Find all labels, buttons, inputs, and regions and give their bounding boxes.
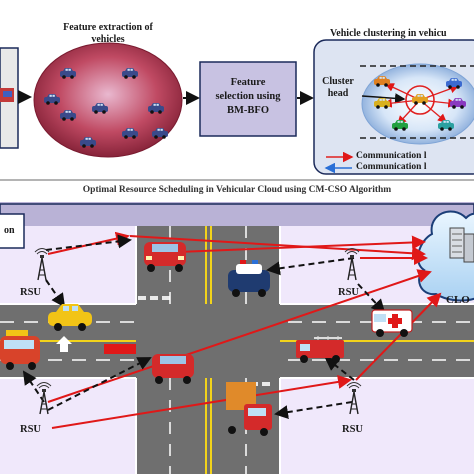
road-scene xyxy=(0,226,474,474)
cloud-label: CLO xyxy=(446,294,470,306)
cluster-head-label: Cluster head xyxy=(316,76,360,100)
red-road-marker xyxy=(104,344,136,354)
feature-extraction-line2: vehicles xyxy=(91,34,125,45)
cluster-head-pointer xyxy=(361,93,406,104)
rsu-label: RSU xyxy=(338,287,360,298)
feature-selection-line1: Feature xyxy=(230,77,266,88)
road-vehicles xyxy=(0,242,413,436)
cloud-node xyxy=(417,210,474,302)
taxi-icon xyxy=(48,304,92,331)
rsu-label: RSU xyxy=(20,424,42,435)
van-icon xyxy=(0,330,40,370)
feature-selection-label: Feature selection using BM-BFO xyxy=(200,76,296,118)
clustering-title: Vehicle clustering in vehicu xyxy=(330,28,447,39)
fire-truck-icon xyxy=(296,336,344,363)
feature-extraction-label: Feature extraction of vehicles xyxy=(38,22,178,46)
feature-selection-node xyxy=(199,61,297,137)
left-box-text: on xyxy=(4,225,15,236)
cluster-head-ring xyxy=(405,85,435,115)
lane-turn-arrow xyxy=(56,336,72,352)
feature-selection-line3: BM-BFO xyxy=(227,105,269,116)
feature-selection-line2: selection using xyxy=(215,91,281,102)
red-car-icon xyxy=(144,242,186,272)
legend-red-label: Communication l xyxy=(356,151,427,161)
rsu-label: RSU xyxy=(342,424,364,435)
server-rack-icon xyxy=(449,227,474,263)
rsu-vehicle-links xyxy=(22,234,386,420)
bottom-title: Optimal Resource Scheduling in Vehicular… xyxy=(82,185,392,195)
rsu-label: RSU xyxy=(20,287,42,298)
feature-extraction-line1: Feature extraction of xyxy=(63,22,153,33)
legend-blue-label: Communication l xyxy=(356,162,427,172)
cluster-head-line2: head xyxy=(327,88,349,99)
police-car-icon xyxy=(228,260,270,297)
left-cropped-box xyxy=(0,213,25,249)
cluster-head-line1: Cluster xyxy=(322,76,354,87)
delivery-truck-icon xyxy=(226,382,272,436)
ambulance-icon xyxy=(371,309,413,337)
top-section xyxy=(0,39,474,175)
red-car-icon xyxy=(152,354,194,384)
